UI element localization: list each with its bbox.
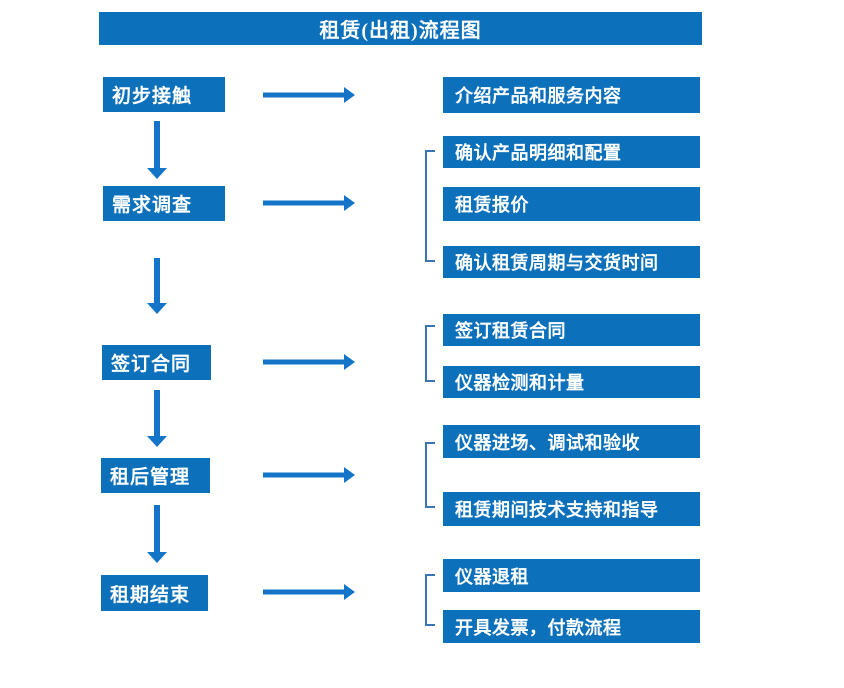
output-box-confirm-product-details: 确认产品明细和配置: [443, 136, 700, 168]
arrow-shaft: [263, 200, 346, 206]
group-bracket: [425, 442, 435, 508]
right-arrow-icon: [263, 195, 355, 211]
step-box-demand-survey: 需求调查: [103, 186, 225, 221]
down-arrow-icon: [147, 121, 167, 179]
output-box-invoice-payment: 开具发票，付款流程: [443, 610, 700, 643]
right-arrow-icon: [263, 467, 355, 483]
arrow-head: [147, 552, 167, 563]
output-box-introduce-products: 介绍产品和服务内容: [443, 77, 700, 113]
arrow-head: [344, 584, 355, 600]
group-bracket: [425, 325, 435, 382]
arrow-shaft: [263, 92, 346, 98]
right-arrow-icon: [263, 87, 355, 103]
output-box-instrument-setup: 仪器进场、调试和验收: [443, 425, 700, 458]
right-arrow-icon: [263, 584, 355, 600]
output-box-tech-support: 租赁期间技术支持和指导: [443, 492, 700, 526]
arrow-shaft: [263, 589, 346, 595]
arrow-shaft: [154, 258, 160, 304]
arrow-shaft: [154, 390, 160, 437]
arrow-shaft: [263, 472, 346, 478]
arrow-head: [344, 467, 355, 483]
output-box-sign-rental-contract: 签订租赁合同: [443, 314, 700, 346]
arrow-head: [344, 87, 355, 103]
output-box-confirm-period-delivery: 确认租赁周期与交货时间: [443, 246, 700, 278]
step-box-sign-contract: 签订合同: [102, 345, 211, 380]
arrow-shaft: [154, 121, 160, 169]
diagram-title: 租赁(出租)流程图: [99, 12, 702, 45]
arrow-head: [147, 303, 167, 314]
right-arrow-icon: [263, 354, 355, 370]
group-bracket: [425, 574, 435, 626]
step-box-initial-contact: 初步接触: [103, 77, 225, 112]
step-box-post-rental-management: 租后管理: [101, 458, 210, 493]
arrow-shaft: [263, 359, 346, 365]
down-arrow-icon: [147, 505, 167, 563]
arrow-head: [147, 168, 167, 179]
output-box-instrument-return: 仪器退租: [443, 559, 700, 592]
down-arrow-icon: [147, 390, 167, 447]
step-box-rental-end: 租期结束: [101, 575, 208, 611]
down-arrow-icon: [147, 258, 167, 314]
output-box-rental-quote: 租赁报价: [443, 187, 700, 221]
arrow-head: [147, 436, 167, 447]
arrow-shaft: [154, 505, 160, 553]
group-bracket: [425, 150, 435, 262]
output-box-instrument-testing: 仪器检测和计量: [443, 366, 700, 398]
arrow-head: [344, 354, 355, 370]
arrow-head: [344, 195, 355, 211]
